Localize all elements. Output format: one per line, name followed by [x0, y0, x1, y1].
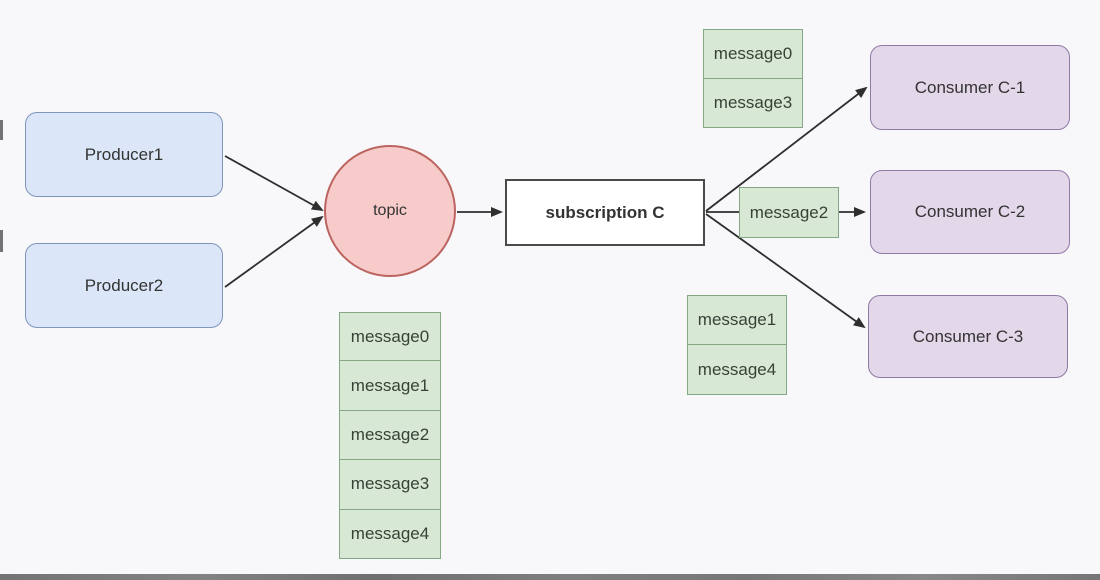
arrow-producer2-to-topic	[224, 215, 324, 288]
arrow-subscription-to-consumer1	[705, 86, 868, 212]
consumer-c2-box: Consumer C-2	[870, 170, 1070, 254]
consumer-c3-box: Consumer C-3	[868, 295, 1068, 378]
consumer-c3-message-stack: message1 message4	[687, 295, 787, 395]
message-cell: message2	[339, 410, 441, 461]
producer2-box: Producer2	[25, 243, 223, 328]
message-cell: message3	[703, 78, 803, 128]
topic-message-queue: message0 message1 message2 message3 mess…	[339, 312, 441, 559]
topic-label: topic	[373, 202, 407, 219]
arrow-subscription-to-consumer3	[705, 213, 866, 329]
message-cell: message0	[703, 29, 803, 79]
bottom-edge-bar	[0, 574, 1100, 580]
subscription-box: subscription C	[505, 179, 705, 246]
message-cell: message4	[687, 345, 787, 395]
consumer-c2-label: Consumer C-2	[914, 202, 1026, 221]
message-cell: message4	[339, 509, 441, 559]
consumer-c1-message-stack: message0 message3	[703, 29, 803, 128]
message-cell: message3	[339, 460, 441, 510]
consumer-c2-message-box: message2	[739, 187, 839, 238]
left-edge-artifact	[0, 120, 3, 140]
producer2-label: Producer2	[84, 275, 164, 295]
arrow-producer1-to-topic	[224, 155, 324, 211]
producer1-label: Producer1	[84, 144, 164, 164]
consumer-c1-box: Consumer C-1	[870, 45, 1070, 130]
message-cell: message1	[687, 295, 787, 345]
message-cell: message0	[339, 312, 441, 362]
message-cell: message1	[339, 361, 441, 411]
topic-circle: topic	[324, 145, 456, 277]
consumer-c1-label: Consumer C-1	[914, 77, 1026, 97]
consumer-c3-label: Consumer C-3	[912, 326, 1024, 346]
left-edge-artifact	[0, 230, 3, 252]
subscription-label: subscription C	[545, 202, 665, 222]
producer1-box: Producer1	[25, 112, 223, 197]
